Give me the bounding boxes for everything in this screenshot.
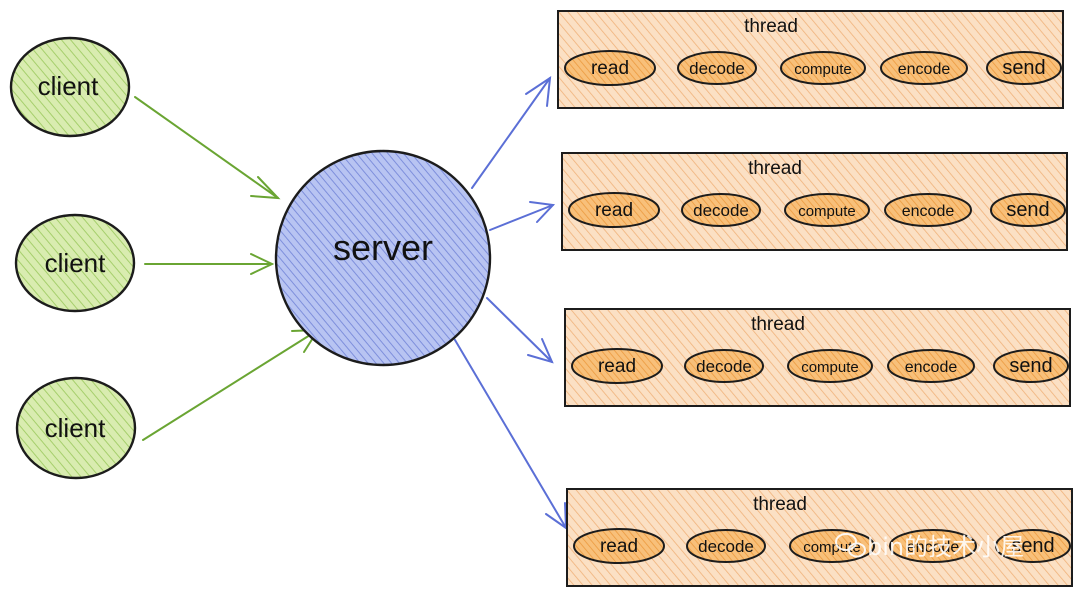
step-label: encode — [902, 203, 955, 220]
watermark-text: bin的技术小屋 — [867, 533, 1024, 561]
client-arrow-3 — [142, 328, 320, 441]
step-oval — [986, 51, 1062, 85]
step-oval — [789, 529, 875, 563]
thread-group: thread read decode compute encode send thread r… — [557, 10, 1073, 587]
step-oval — [780, 51, 866, 85]
step-label: send — [1002, 57, 1045, 79]
thread-box-4: thread read decode compute encode send — [566, 488, 1073, 587]
step-compute: compute — [787, 349, 873, 383]
step-oval — [990, 193, 1066, 227]
thread-box-2: thread read decode compute encode send — [561, 152, 1068, 251]
step-oval — [884, 193, 972, 227]
step-label: read — [591, 58, 629, 79]
thread-arrow-2 — [489, 201, 556, 231]
client-arrow-2 — [144, 253, 275, 275]
thread-title: thread — [751, 314, 805, 335]
step-send: send — [993, 349, 1069, 383]
step-read: read — [568, 192, 660, 228]
step-oval — [571, 348, 663, 384]
step-oval — [677, 51, 757, 85]
step-oval — [564, 50, 656, 86]
step-send: send — [995, 529, 1071, 563]
step-read: read — [573, 528, 665, 564]
step-label: send — [1009, 355, 1052, 377]
step-label: compute — [794, 61, 852, 78]
step-compute: compute — [789, 529, 875, 563]
step-label: decode — [689, 59, 745, 78]
step-oval — [784, 193, 870, 227]
step-oval — [686, 529, 766, 563]
step-read: read — [564, 50, 656, 86]
client-label: client — [38, 71, 99, 101]
step-label: read — [600, 536, 638, 557]
step-label: send — [1006, 199, 1049, 221]
client-node-1: client — [9, 36, 131, 138]
step-decode: decode — [686, 529, 766, 563]
step-encode: encode — [887, 349, 975, 383]
client-label: client — [45, 248, 106, 278]
step-oval — [995, 529, 1071, 563]
thread-box-3: thread read decode compute encode send — [564, 308, 1071, 407]
thread-title: thread — [748, 158, 802, 179]
step-label: read — [595, 200, 633, 221]
step-label: decode — [693, 201, 749, 220]
step-encode: encode — [889, 529, 977, 563]
step-oval — [889, 529, 977, 563]
step-oval — [568, 192, 660, 228]
step-oval — [787, 349, 873, 383]
step-oval — [573, 528, 665, 564]
step-oval — [681, 193, 761, 227]
thread-box-1: thread read decode compute encode send — [557, 10, 1064, 109]
step-oval — [993, 349, 1069, 383]
server-node: server — [274, 149, 492, 367]
step-send: send — [990, 193, 1066, 227]
step-oval — [887, 349, 975, 383]
server-label: server — [333, 227, 433, 268]
step-encode: encode — [880, 51, 968, 85]
step-oval — [684, 349, 764, 383]
step-encode: encode — [884, 193, 972, 227]
step-label: compute — [801, 359, 859, 376]
client-arrow-1 — [134, 96, 281, 200]
step-label: encode — [905, 359, 958, 376]
client-label: client — [45, 413, 106, 443]
step-compute: compute — [784, 193, 870, 227]
step-read: read — [571, 348, 663, 384]
step-label: decode — [696, 357, 752, 376]
step-label: encode — [907, 539, 960, 556]
client-node-3: client — [15, 376, 137, 480]
thread-arrow-4 — [454, 339, 568, 530]
client-node-2: client — [14, 213, 136, 313]
step-compute: compute — [780, 51, 866, 85]
step-send: send — [986, 51, 1062, 85]
thread-title: thread — [744, 16, 798, 37]
step-decode: decode — [681, 193, 761, 227]
watermark: bin的技术小屋 — [835, 533, 1024, 561]
step-label: encode — [898, 61, 951, 78]
thread-arrow-1 — [471, 75, 552, 189]
wechat-icon — [835, 533, 866, 558]
step-decode: decode — [677, 51, 757, 85]
step-label: decode — [698, 537, 754, 556]
step-label: send — [1011, 535, 1054, 557]
thread-title: thread — [753, 494, 807, 515]
step-decode: decode — [684, 349, 764, 383]
step-label: compute — [803, 539, 861, 556]
step-label: read — [598, 356, 636, 377]
step-oval — [880, 51, 968, 85]
step-label: compute — [798, 203, 856, 220]
thread-arrow-3 — [486, 297, 554, 364]
